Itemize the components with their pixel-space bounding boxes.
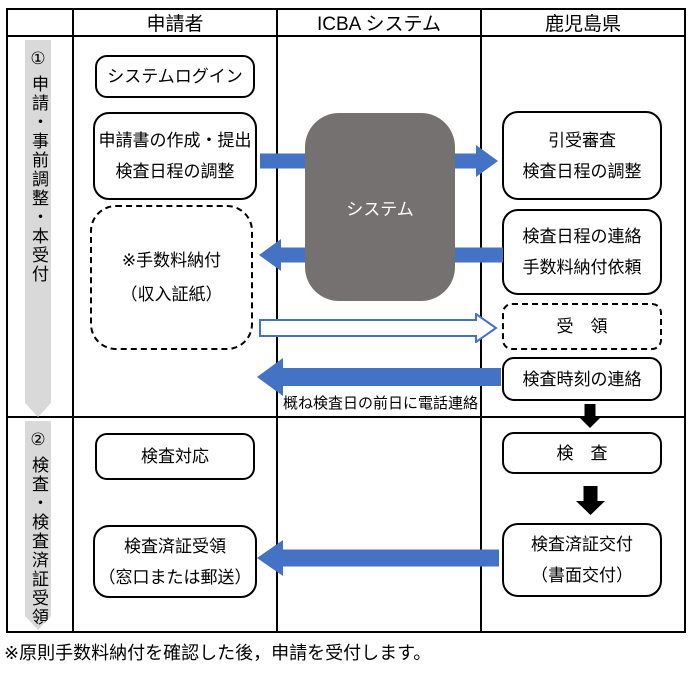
- section1-number: ①: [29, 49, 48, 71]
- column-divider-1: [72, 10, 74, 631]
- box-acceptance-review: 引受審査 検査日程の調整: [502, 111, 662, 200]
- box-fee-payment: ※手数料納付 （収入証紙）: [90, 205, 253, 350]
- black-down-arrow-icon: [579, 404, 601, 428]
- header-applicant: 申請者: [146, 13, 204, 35]
- box-inspection-response: 検査対応: [95, 433, 255, 480]
- section2-number: ②: [29, 430, 48, 452]
- box-icba-system: システム: [305, 113, 455, 301]
- white-outline-arrow-right-fee-icon: [259, 313, 498, 343]
- box-system-login: システムログイン: [95, 55, 255, 98]
- box-certificate-issue: 検査済証交付 （書面交付）: [502, 523, 662, 597]
- box-fee-received: 受 領: [502, 303, 662, 350]
- table-outer-border: [6, 8, 686, 633]
- header-icba-system: ICBA システム: [316, 13, 441, 35]
- footnote: ※原則手数料納付を確認した後，申請を受付します。: [4, 643, 432, 663]
- blue-arrow-left-certificate-icon: [257, 540, 499, 576]
- box-inspection: 検 査: [502, 432, 662, 474]
- box-schedule-notification: 検査日程の連絡 手数料納付依頼: [502, 209, 662, 295]
- phone-contact-note: 概ね検査日の前日に電話連絡: [283, 395, 479, 412]
- box-create-application: 申請書の作成・提出 検査日程の調整: [93, 112, 257, 200]
- section2-bar: ②検査・検査済証受領: [25, 421, 51, 630]
- blue-arrow-left-phone-icon: [257, 358, 501, 396]
- section1-bar: ①申請・事前調整・本受付: [25, 40, 51, 417]
- box-certificate-receipt: 検査済証受領 （窓口または郵送）: [93, 525, 257, 598]
- header-prefecture: 鹿児島県: [544, 13, 621, 35]
- header-divider: [8, 35, 684, 37]
- black-down-arrow-icon: [576, 486, 605, 515]
- section-divider: [8, 416, 684, 418]
- box-inspection-time-notice: 検査時刻の連絡: [502, 357, 662, 401]
- section2-label: ②検査・検査済証受領: [29, 430, 48, 627]
- section1-label: ①申請・事前調整・本受付: [29, 49, 48, 284]
